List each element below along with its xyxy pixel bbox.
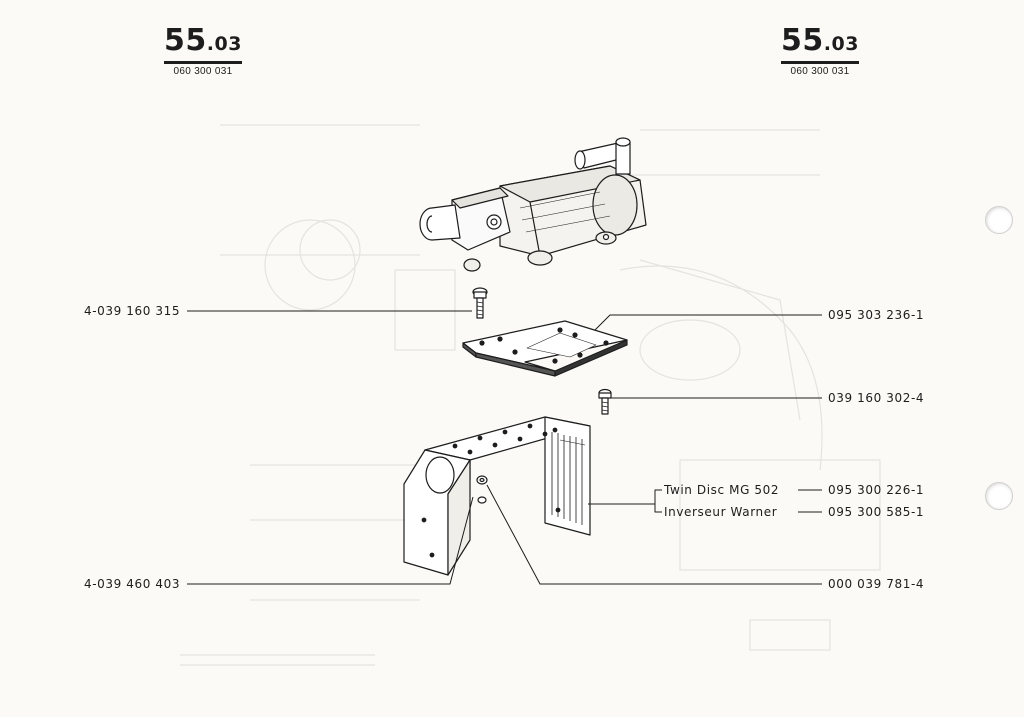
page-number-suffix: .03: [206, 33, 242, 55]
part-label-twin-disc: 095 300 226-1: [828, 483, 925, 497]
punch-hole-icon: [985, 482, 1013, 510]
page-code: 060 300 031: [173, 66, 233, 77]
part-label-screw-left: 4-039 160 315: [84, 304, 181, 318]
page-number-main: 55: [164, 23, 207, 58]
part-label-plate: 095 303 236-1: [828, 308, 925, 322]
leader-lines: [187, 310, 822, 585]
variant-label-warner: Inverseur Warner: [664, 505, 778, 519]
screw-drawing: [598, 388, 612, 415]
part-label-washer: 000 039 781-4: [828, 577, 925, 591]
page-number-left: 55.03 060 300 031: [158, 26, 248, 77]
page-number-rule: [781, 61, 859, 64]
page-number-suffix: .03: [823, 33, 859, 55]
punch-hole-icon: [985, 206, 1013, 234]
page-code: 060 300 031: [790, 66, 850, 77]
support-bracket-drawing: [403, 416, 591, 576]
page-number-right: 55.03 060 300 031: [775, 26, 865, 77]
part-label-warner: 095 300 585-1: [828, 505, 925, 519]
page-number-rule: [164, 61, 242, 64]
variant-label-twin-disc: Twin Disc MG 502: [664, 483, 780, 497]
part-label-bolt: 4-039 460 403: [84, 577, 181, 591]
page-number-main: 55: [781, 23, 824, 58]
screw-drawing: [472, 287, 488, 319]
part-label-screw-right: 039 160 302-4: [828, 391, 925, 405]
heat-exchanger-drawing: [419, 137, 647, 272]
mounting-plate-drawing: [462, 320, 628, 377]
